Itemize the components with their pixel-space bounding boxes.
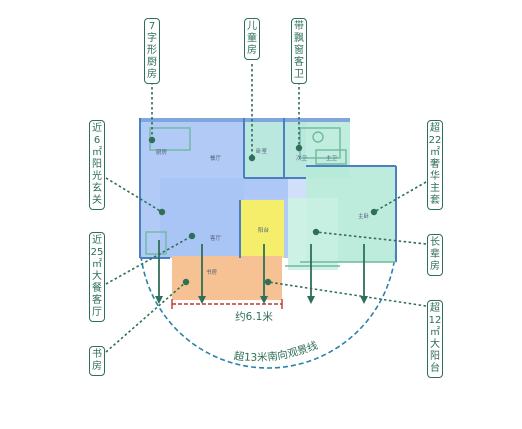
label-kitchen: 7字形厨房 xyxy=(144,18,160,84)
floor-plan: 厨房 餐厅 卧室 次卫 主卫 主卧 客厅 书房 阳台 xyxy=(139,118,397,300)
label-study: 书房 xyxy=(89,346,105,376)
width-annotation: 约6.1米 xyxy=(235,310,273,323)
label-balcony: 超12㎡大阳台 xyxy=(427,300,443,378)
room-kitchen: 厨房 xyxy=(156,148,168,156)
label-dining-living: 近25㎡大餐客厅 xyxy=(89,232,105,322)
dot-master xyxy=(370,208,378,216)
leader-dining xyxy=(105,235,193,285)
room-bath1: 主卫 xyxy=(326,154,338,162)
label-elder-room: 长辈房 xyxy=(427,234,443,276)
leader-study xyxy=(105,281,187,353)
dot-bath xyxy=(295,144,303,152)
room-dining: 餐厅 xyxy=(210,154,222,162)
label-master: 超22㎡奢华主套 xyxy=(427,120,443,210)
label-bay-bath: 带飘窗客卫 xyxy=(291,18,307,84)
dot-elder xyxy=(312,228,320,236)
leader-foyer xyxy=(105,177,163,213)
room-kids: 卧室 xyxy=(256,147,268,155)
dot-kids xyxy=(248,154,256,162)
zone-study xyxy=(172,256,282,300)
room-balcony: 阳台 xyxy=(258,226,270,234)
leader-balcony xyxy=(267,281,427,307)
zone-kids xyxy=(244,118,284,178)
room-study: 书房 xyxy=(206,268,218,276)
dot-foyer xyxy=(158,208,166,216)
leader-master xyxy=(373,181,427,213)
dot-study xyxy=(182,278,190,286)
dot-balcony xyxy=(264,278,272,286)
zone-yellow xyxy=(240,200,284,258)
room-living: 客厅 xyxy=(210,234,222,242)
room-bath2: 次卫 xyxy=(296,154,308,162)
view-arc-label: 超13米南向观景线 xyxy=(233,338,320,363)
room-master: 主卧 xyxy=(358,212,370,220)
dot-dining xyxy=(188,232,196,240)
label-kids-room: 儿童房 xyxy=(244,18,260,60)
view-arc xyxy=(139,239,397,369)
dot-kitchen xyxy=(148,136,156,144)
label-foyer: 近6㎡阳光玄关 xyxy=(89,120,105,210)
leader-elder xyxy=(315,231,427,245)
